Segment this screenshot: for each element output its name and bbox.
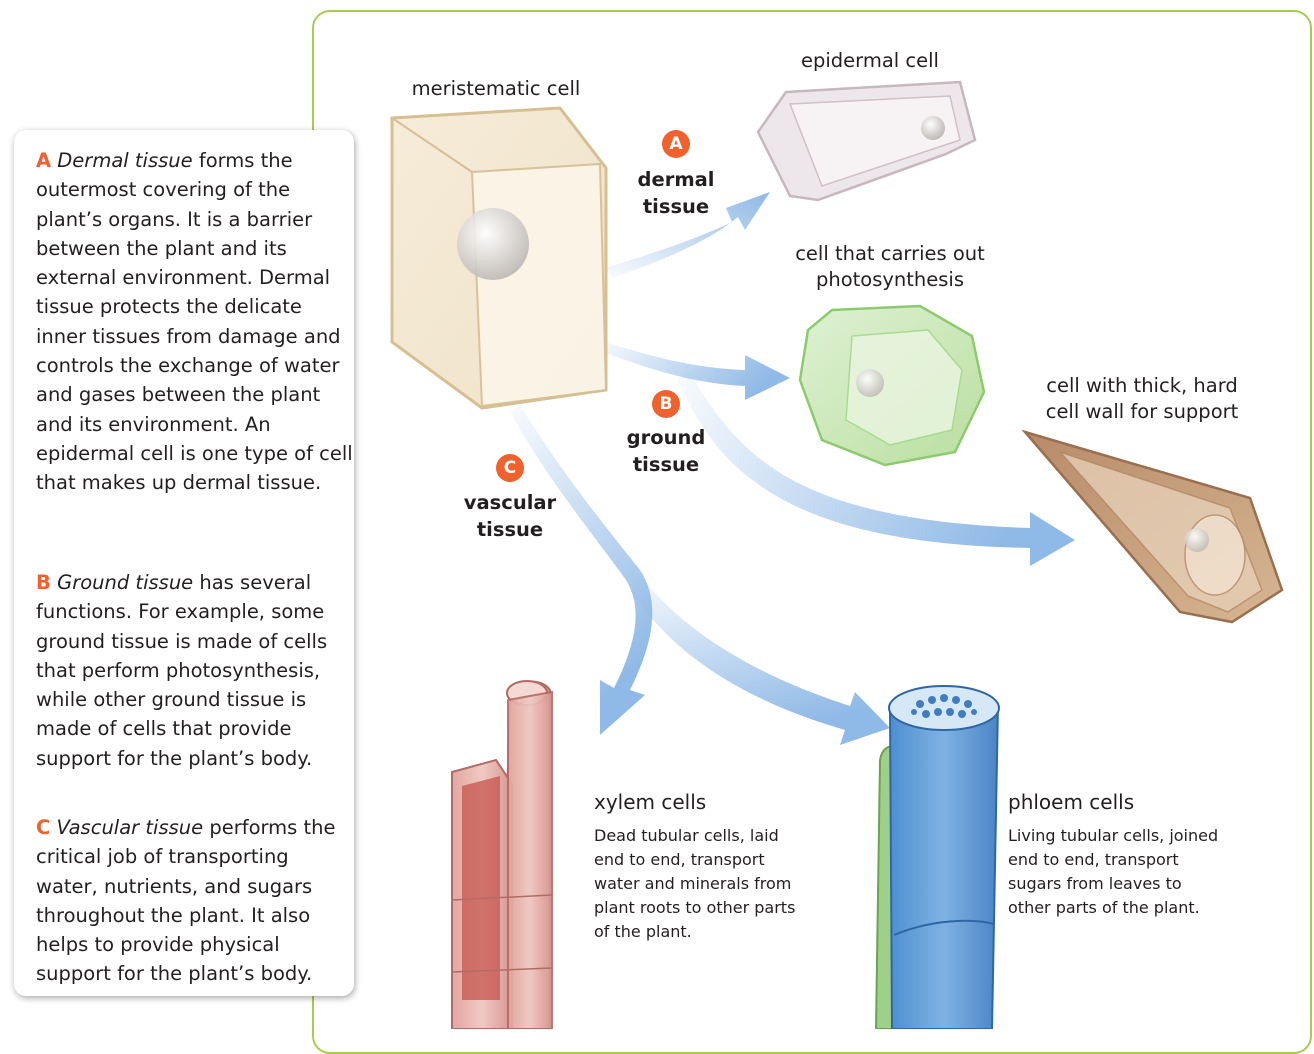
badge-a: A bbox=[662, 130, 690, 158]
xylem-desc-line: Dead tubular cells, laid bbox=[594, 824, 795, 848]
dermal-tissue-label-line1: dermal bbox=[616, 166, 736, 193]
support-cell-label-line2: cell wall for support bbox=[1010, 399, 1274, 425]
vascular-letter: C bbox=[36, 816, 50, 839]
badge-b: B bbox=[652, 390, 680, 418]
badge-c: C bbox=[496, 454, 524, 482]
meristematic-cell-label: meristematic cell bbox=[396, 76, 596, 102]
support-cell bbox=[1025, 432, 1282, 622]
ground-tissue-label-line2: tissue bbox=[606, 451, 726, 478]
vascular-term: Vascular tissue bbox=[57, 816, 204, 839]
phloem-desc-line: sugars from leaves to bbox=[1008, 872, 1218, 896]
photosynthesis-cell-label-line1: cell that carries out bbox=[760, 241, 1020, 267]
photosynthesis-nucleus bbox=[856, 369, 884, 397]
ground-text: has several functions. For example, some… bbox=[36, 571, 327, 770]
vascular-tissue-label-line1: vascular bbox=[450, 489, 570, 516]
dermal-term: Dermal tissue bbox=[57, 149, 192, 172]
ground-letter: B bbox=[36, 571, 51, 594]
phloem-sieve-plate bbox=[889, 686, 999, 730]
phloem-desc-line: end to end, transport bbox=[1008, 848, 1218, 872]
ground-description: B Ground tissue has several functions. F… bbox=[36, 568, 356, 773]
epidermal-cell-label: epidermal cell bbox=[770, 48, 970, 74]
photosynthesis-cell-label-line2: photosynthesis bbox=[760, 267, 1020, 293]
support-nucleus bbox=[1185, 528, 1209, 552]
epidermal-cell bbox=[758, 82, 975, 200]
phloem-desc-line: other parts of the plant. bbox=[1008, 896, 1218, 920]
ground-tissue-label-line1: ground bbox=[606, 424, 726, 451]
phloem-cells bbox=[876, 686, 999, 1029]
meristematic-cell bbox=[392, 108, 606, 408]
dermal-text: forms the outermost covering of the plan… bbox=[36, 149, 353, 494]
dermal-tissue-label-line2: tissue bbox=[616, 193, 736, 220]
epidermal-nucleus bbox=[921, 116, 945, 140]
meristematic-nucleus bbox=[457, 208, 529, 280]
xylem-desc-line: water and minerals from bbox=[594, 872, 795, 896]
vascular-description: C Vascular tissue performs the critical … bbox=[36, 813, 356, 989]
phloem-description: Living tubular cells, joined end to end,… bbox=[1008, 824, 1218, 920]
tissue-description-box: A Dermal tissue forms the outermost cove… bbox=[14, 130, 354, 996]
dermal-description: A Dermal tissue forms the outermost cove… bbox=[36, 146, 356, 498]
phloem-title: phloem cells bbox=[1008, 790, 1134, 814]
phloem-desc-line: Living tubular cells, joined bbox=[1008, 824, 1218, 848]
photosynthesis-cell bbox=[800, 306, 984, 465]
vascular-text: performs the critical job of transportin… bbox=[36, 816, 336, 985]
vascular-tissue-label-line2: tissue bbox=[450, 516, 570, 543]
support-cell-label-line1: cell with thick, hard bbox=[1010, 373, 1274, 399]
ground-term: Ground tissue bbox=[57, 571, 193, 594]
xylem-desc-line: plant roots to other parts bbox=[594, 896, 795, 920]
xylem-description: Dead tubular cells, laid end to end, tra… bbox=[594, 824, 795, 944]
xylem-desc-line: of the plant. bbox=[594, 920, 795, 944]
xylem-cells bbox=[452, 681, 552, 1029]
dermal-letter: A bbox=[36, 149, 51, 172]
xylem-title: xylem cells bbox=[594, 790, 706, 814]
vascular-arrow-phloem bbox=[630, 575, 890, 745]
xylem-desc-line: end to end, transport bbox=[594, 848, 795, 872]
